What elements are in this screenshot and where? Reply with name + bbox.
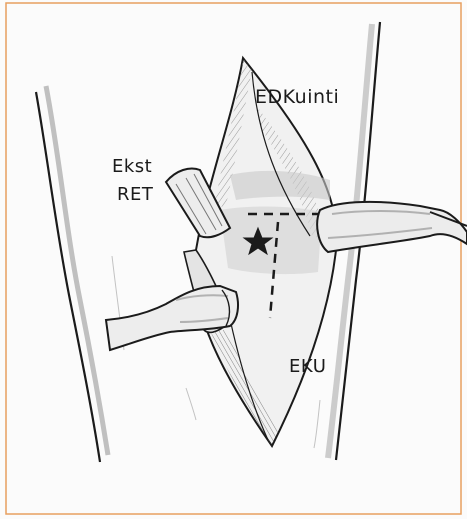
label-ret: RET bbox=[117, 186, 153, 204]
label-eku: EKU bbox=[289, 358, 326, 376]
right-retractor bbox=[317, 202, 467, 252]
label-ed-kuinti: EDKuinti bbox=[255, 88, 339, 107]
left-limb-outline bbox=[36, 86, 108, 462]
label-ekst: Ekst bbox=[112, 158, 152, 176]
